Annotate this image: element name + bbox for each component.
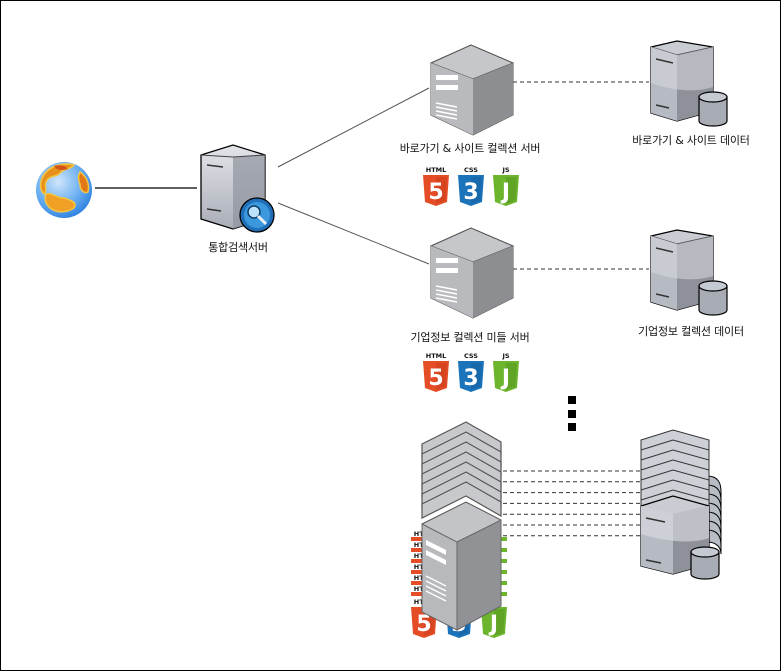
css-badge-icon: 3 bbox=[458, 175, 484, 206]
css-badge-label: CSS bbox=[464, 166, 478, 174]
css-badge-label: CSS bbox=[464, 352, 478, 360]
data-cluster-icon[interactable] bbox=[637, 426, 727, 586]
js-badge-label: JS bbox=[501, 166, 509, 174]
edge-search-company bbox=[277, 202, 430, 265]
css-badge-icon: 3 bbox=[458, 361, 484, 392]
svg-text:5: 5 bbox=[428, 180, 443, 205]
globe-icon[interactable] bbox=[34, 160, 94, 220]
svg-text:J: J bbox=[500, 366, 510, 391]
js-badge-icon: J bbox=[493, 175, 519, 206]
search-server-label: 통합검색서버 bbox=[208, 241, 268, 254]
shortcut-server-icon[interactable] bbox=[427, 41, 517, 137]
js-badge-icon: J bbox=[493, 361, 519, 392]
company-server-icon[interactable] bbox=[427, 224, 517, 320]
server-cluster-icon[interactable]: HTMLHTMLHTMLHTMLHTMLHTMLHTML5CSSCSSCSSCS… bbox=[406, 416, 516, 651]
shortcut-server-label: 바로가기 & 사이트 컬렉션 서버 bbox=[399, 142, 541, 155]
cluster-edges bbox=[503, 470, 651, 537]
shortcut-data-label: 바로가기 & 사이트 데이터 bbox=[632, 134, 750, 147]
search-server-icon[interactable] bbox=[197, 143, 281, 235]
svg-text:3: 3 bbox=[463, 180, 478, 205]
html-badge-icon: 5 bbox=[423, 361, 449, 392]
tech-badges-shortcut: HTML 5 CSS 3 JS J bbox=[419, 164, 523, 218]
edge-search-shortcut bbox=[277, 87, 430, 168]
company-data-icon[interactable] bbox=[647, 226, 733, 318]
svg-text:5: 5 bbox=[428, 366, 443, 391]
js-badge-label: JS bbox=[501, 352, 509, 360]
stacked-disk bbox=[706, 529, 722, 555]
svg-text:5: 5 bbox=[416, 612, 431, 637]
html-badge-icon: 5 bbox=[423, 175, 449, 206]
svg-text:3: 3 bbox=[463, 366, 478, 391]
shortcut-data-icon[interactable] bbox=[647, 37, 733, 129]
front-db-server bbox=[640, 495, 720, 580]
js-badge-icon: J bbox=[481, 607, 507, 638]
company-data-label: 기업정보 컬렉션 데이터 bbox=[638, 325, 744, 338]
company-server-label: 기업정보 컬렉션 미들 서버 bbox=[410, 331, 530, 344]
html-badge-label: HTML bbox=[426, 166, 446, 174]
front-server bbox=[421, 501, 502, 631]
tech-badges-company: HTML 5 CSS 3 JS J bbox=[419, 350, 523, 404]
stacked-server bbox=[421, 481, 502, 519]
svg-text:J: J bbox=[500, 180, 510, 205]
html-badge-label: HTML bbox=[426, 352, 446, 360]
svg-text:J: J bbox=[488, 612, 498, 637]
